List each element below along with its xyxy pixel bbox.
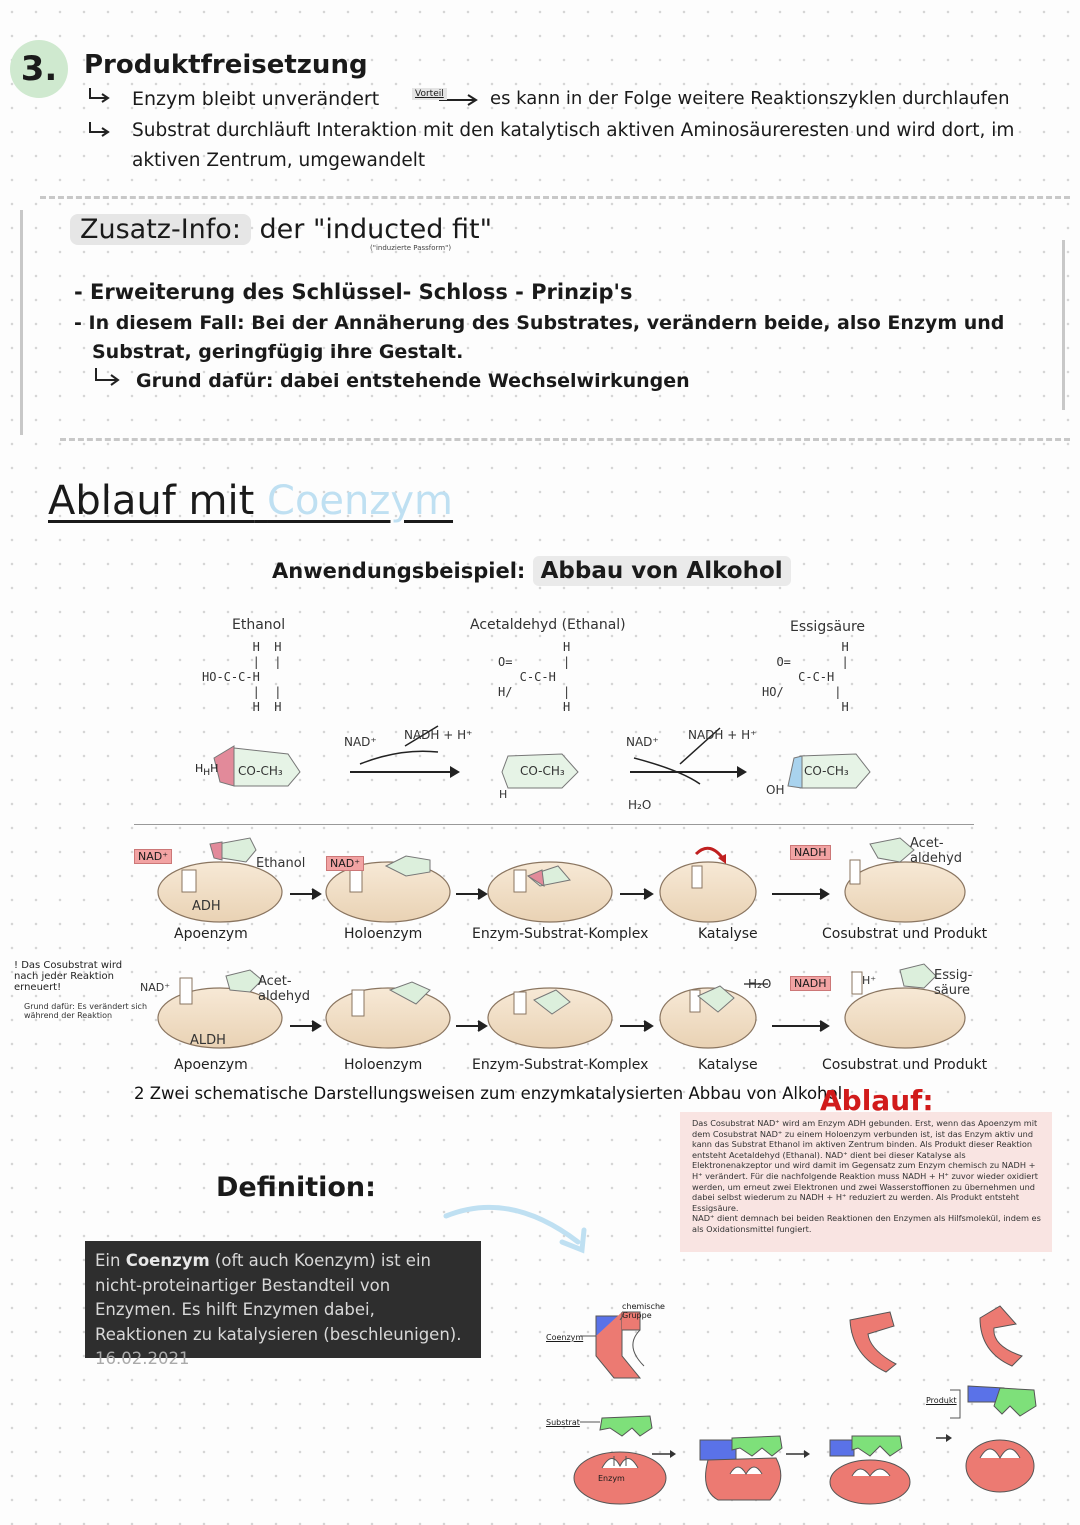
ethanol-h-atoms: HHH <box>195 762 219 779</box>
definition-term: Coenzym <box>125 1251 210 1270</box>
co-ch3-3: CO-CH₃ <box>804 764 849 778</box>
h2o-1: H₂O <box>628 798 652 812</box>
zusatz-bullet2b: Substrat, geringfügig ihre Gestalt. <box>92 341 464 363</box>
nadh-1: NADH + H⁺ <box>404 728 473 742</box>
curved-arrow-icon <box>443 1204 587 1254</box>
acetaldehyd-structure: H O= | C-C-H H/ | H <box>498 640 571 714</box>
zusatz-bullet1: - Erweiterung des Schlüssel- Schloss - P… <box>74 280 633 304</box>
definition-title: Definition: <box>216 1172 376 1203</box>
row1-nad-tag2: NAD⁺ <box>326 856 365 871</box>
row1-label-holoenzym: Holoenzym <box>344 926 423 942</box>
enzyme-scheme <box>157 837 966 1049</box>
section3-line1b: es kann in der Folge weitere Reaktionszy… <box>490 88 1010 109</box>
section3-line3: aktiven Zentrum, umgewandelt <box>132 150 426 171</box>
side-note-2: Grund dafür: Es verändert sich während d… <box>24 1002 148 1020</box>
row2-nad-tag: NAD⁺ <box>140 981 171 994</box>
row1-label-cosubstrat: Cosubstrat und Produkt <box>822 926 988 942</box>
essigsaeure-label: Essigsäure <box>790 619 866 635</box>
row2-label-esk: Enzym-Substrat-Komplex <box>472 1057 649 1073</box>
zusatz-arrow-icon <box>95 368 120 386</box>
nadh-2: NADH + H⁺ <box>688 728 757 742</box>
schema-enzym-label: Enzym <box>598 1474 625 1483</box>
definition-text: (oft auch Koenzym) ist ein nicht-protein… <box>95 1251 462 1344</box>
row1-label-esk: Enzym-Substrat-Komplex <box>472 926 649 942</box>
definition-box: Ein Coenzym (oft auch Koenzym) ist ein n… <box>85 1241 481 1368</box>
ablauf-heading-part1: Ablauf mit <box>48 478 255 524</box>
row1-enzyme-name: ADH <box>192 899 221 914</box>
section-number: 3. <box>20 49 58 89</box>
ablauf-box-title: Ablauf: <box>820 1084 934 1117</box>
row1-label-katalyse: Katalyse <box>698 926 758 942</box>
nad-1: NAD⁺ <box>344 735 377 749</box>
section-title: Produktfreisetzung <box>84 50 368 80</box>
row1-nad-tag: NAD⁺ <box>134 849 173 864</box>
row2-label-apoenzym: Apoenzym <box>174 1057 248 1073</box>
row2-substrate: Acet- aldehyd <box>258 974 311 1004</box>
vorteil-label: Vorteil <box>412 88 447 100</box>
ethanol-label: Ethanol <box>232 617 286 633</box>
zusatz-box-bottom-border <box>60 438 1070 441</box>
definition-pre: Ein <box>95 1251 121 1270</box>
zusatz-title-prefix: Zusatz-Info: <box>70 214 251 245</box>
ablauf-box: Das Cosubstrat NAD⁺ wird am Enzym ADH ge… <box>680 1112 1052 1252</box>
co-ch3-2: CO-CH₃ <box>520 764 565 778</box>
schema-chem-gruppe-label: chemische Gruppe <box>622 1302 665 1320</box>
ablauf-heading: Ablauf mit Coenzym <box>48 478 453 524</box>
zusatz-bullet3: Grund dafür: dabei entstehende Wechselwi… <box>136 370 690 392</box>
figure-caption: 2 Zwei schematische Darstellungsweisen z… <box>134 1084 843 1103</box>
row2-h-plus: H⁺ <box>862 974 877 987</box>
zusatz-bullet2a: - In diesem Fall: Bei der Annäherung des… <box>74 312 1005 334</box>
example-prefix: Anwendungsbeispiel: <box>272 559 526 583</box>
ablauf-box-text: Das Cosubstrat NAD⁺ wird am Enzym ADH ge… <box>692 1118 1038 1213</box>
zusatz-box-top-border <box>40 196 1070 199</box>
row2-label-katalyse: Katalyse <box>698 1057 758 1073</box>
ethanol-structure: H H | | HO-C-C-H | | H H <box>202 640 282 714</box>
example-line: Anwendungsbeispiel: Abbau von Alkohol <box>272 556 791 586</box>
side-note: ! Das Cosubstrat wird nach jeder Reaktio… <box>14 960 123 993</box>
row2-product: Essig- säure <box>934 968 973 998</box>
row1-label-apoenzym: Apoenzym <box>174 926 248 942</box>
nad-2: NAD⁺ <box>626 735 659 749</box>
ablauf-box-text2: NAD⁺ dient demnach bei beiden Reaktionen… <box>692 1213 1041 1234</box>
h-atom-2: H <box>499 788 508 801</box>
figure-divider <box>134 824 974 825</box>
row2-label-cosubstrat: Cosubstrat und Produkt <box>822 1057 988 1073</box>
section3-line2: Substrat durchläuft Interaktion mit den … <box>132 120 1015 141</box>
coenzyme-schema <box>573 1305 1037 1505</box>
row1-product: Acet- aldehyd <box>910 836 963 866</box>
oh-group: OH <box>766 783 785 797</box>
example-title: Abbau von Alkohol <box>532 556 791 586</box>
zusatz-box-left-border <box>20 210 23 435</box>
section-number-badge: 3. <box>10 40 68 98</box>
essigsaeure-structure: H O= | C-C-H HO/ | H <box>762 640 849 714</box>
schema-produkt-label: Produkt <box>926 1396 957 1405</box>
ablauf-heading-coenzym: Coenzym <box>267 478 454 524</box>
co-ch3-1: CO-CH₃ <box>238 764 283 778</box>
definition-date: 16.02.2021 <box>95 1349 190 1368</box>
row2-label-holoenzym: Holoenzym <box>344 1057 423 1073</box>
zusatz-title-rest: der "inducted fit" <box>259 214 493 245</box>
row2-h2o: H₂O <box>748 977 772 991</box>
top-reaction-scheme <box>213 725 871 789</box>
section3-line1: Enzym bleibt unverändert <box>132 88 380 110</box>
schema-coenzym-label: Coenzym <box>546 1333 584 1342</box>
section3-arrows <box>89 88 478 137</box>
zusatz-title: Zusatz-Info: der "inducted fit" <box>70 214 492 245</box>
schema-substrat-label: Substrat <box>546 1418 580 1427</box>
acetaldehyd-label: Acetaldehyd (Ethanal) <box>470 617 626 633</box>
row2-enzyme-name: ALDH <box>190 1033 226 1048</box>
zusatz-subnote: ("induzierte Passform") <box>370 244 452 252</box>
zusatz-box-right-border <box>1062 240 1065 410</box>
row2-nadh-tag: NADH <box>790 976 831 991</box>
row1-ethanol-tag: Ethanol <box>256 856 306 871</box>
row1-nadh-tag: NADH <box>790 845 831 860</box>
